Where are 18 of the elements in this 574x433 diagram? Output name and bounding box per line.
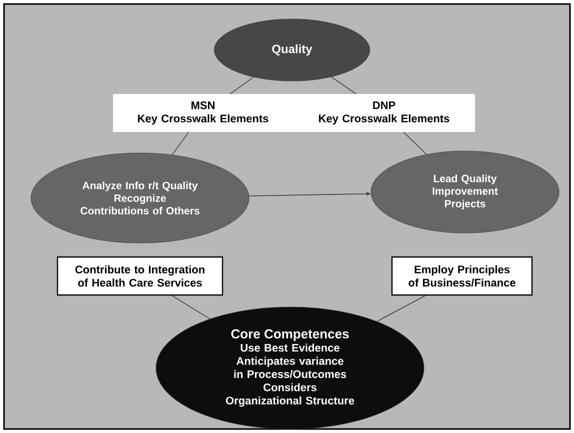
text-box: Contribute to Integration of Health Care Services <box>56 256 224 296</box>
oval: Quality <box>214 18 370 82</box>
oval: Analyze Info r/t Quality Recognize Contributions of Others <box>30 152 250 244</box>
connector-line <box>172 295 210 320</box>
connector-line <box>403 132 427 155</box>
node-label: Key Crosswalk Elements <box>319 114 450 125</box>
oval: Lead Quality Improvement Projects <box>370 150 560 234</box>
connector-line <box>376 295 426 322</box>
text-box: Employ Principles of Business/Finance <box>391 256 533 296</box>
oval: Core Competences Use Best Evidence Anticipates variance in Process/Outcomes Considers Organizational Structure <box>156 306 424 430</box>
connector-line <box>230 76 254 94</box>
connector-line <box>331 76 356 94</box>
label-box: DNP Key Crosswalk Elements <box>293 94 475 132</box>
node-label: MSN <box>192 101 214 110</box>
label-box: MSN Key Crosswalk Elements <box>113 94 293 132</box>
connector-line <box>172 132 190 156</box>
node-label: DNP <box>373 101 396 110</box>
node-label: Key Crosswalk Elements <box>138 114 268 125</box>
